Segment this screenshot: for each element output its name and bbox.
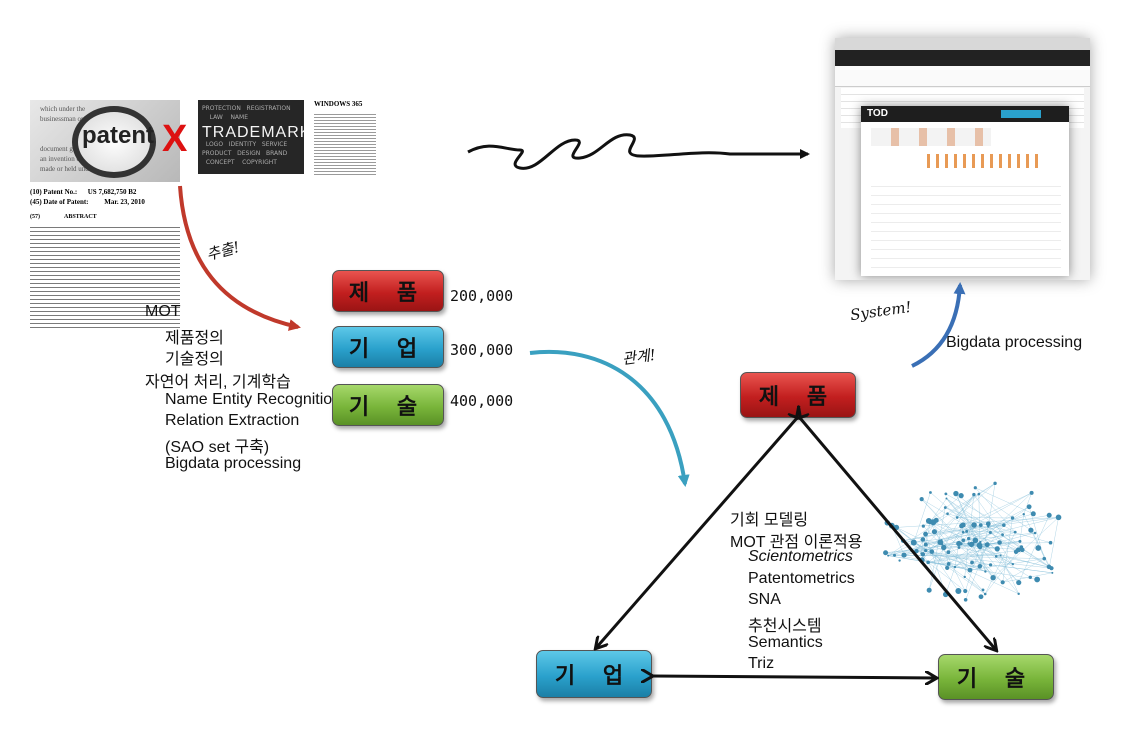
- trademark-word: TRADEMARK: [202, 124, 304, 141]
- company-count: 300,000: [450, 341, 514, 359]
- method-scientometrics: Scientometrics: [748, 548, 853, 565]
- product-box: 제 품: [332, 270, 444, 312]
- trademark-chalkboard-image: PROTECTION REGISTRATION LAW NAME LOGO ID…: [198, 100, 304, 174]
- list-item-technology-definition: 기술정의: [165, 351, 224, 368]
- squiggle-arrow: [467, 133, 810, 170]
- system-arrow: [911, 282, 966, 368]
- list-item-nlp-ml: 자연어 처리, 기계학습: [145, 374, 291, 391]
- list-item-sao-set: (SAO set 구축): [165, 439, 270, 456]
- method-opportunity-modeling: 기회 모델링: [730, 512, 809, 529]
- patent-word: patent: [82, 122, 154, 149]
- tod-logo: TOD: [867, 108, 888, 119]
- list-item-bigdata: Bigdata processing: [165, 455, 302, 472]
- relation-arrow: [529, 350, 690, 487]
- product-technology-arrow: [800, 418, 996, 650]
- network-graph-image: [883, 481, 1062, 602]
- list-item-relation-extraction: Relation Extraction: [165, 412, 300, 429]
- technology-count: 400,000: [450, 392, 514, 410]
- company-box: 기 업: [332, 326, 444, 368]
- cross-icon: X: [162, 118, 188, 160]
- patent-document-image: (10) Patent No.: US 7,682,750 B2 (45) Da…: [30, 186, 180, 332]
- company-technology-arrow: [652, 676, 936, 678]
- extract-arrow: [178, 185, 301, 331]
- windows-document-image: WINDOWS 365: [314, 100, 376, 178]
- product-count: 200,000: [450, 287, 514, 305]
- magnifier-icon: [72, 106, 156, 178]
- method-mot-theory: MOT 관점 이론적용: [730, 534, 863, 551]
- list-item-product-definition: 제품정의: [165, 330, 224, 347]
- technology-box: 기 술: [332, 384, 444, 426]
- method-patentometrics: Patentometrics: [748, 570, 855, 587]
- method-triz: Triz: [748, 655, 775, 672]
- triangle-technology-box: 기 술: [938, 654, 1054, 700]
- list-item-ner: Name Entity Recognition: [165, 391, 342, 408]
- method-semantics: Semantics: [748, 634, 823, 651]
- bigdata-processing-label: Bigdata processing: [946, 334, 1083, 351]
- method-recommender: 추천시스템: [748, 618, 822, 635]
- list-item-mot: MOT: [145, 303, 181, 320]
- product-company-arrow: [596, 418, 797, 648]
- method-sna: SNA: [748, 591, 781, 608]
- system-screenshot: TOD: [835, 38, 1090, 280]
